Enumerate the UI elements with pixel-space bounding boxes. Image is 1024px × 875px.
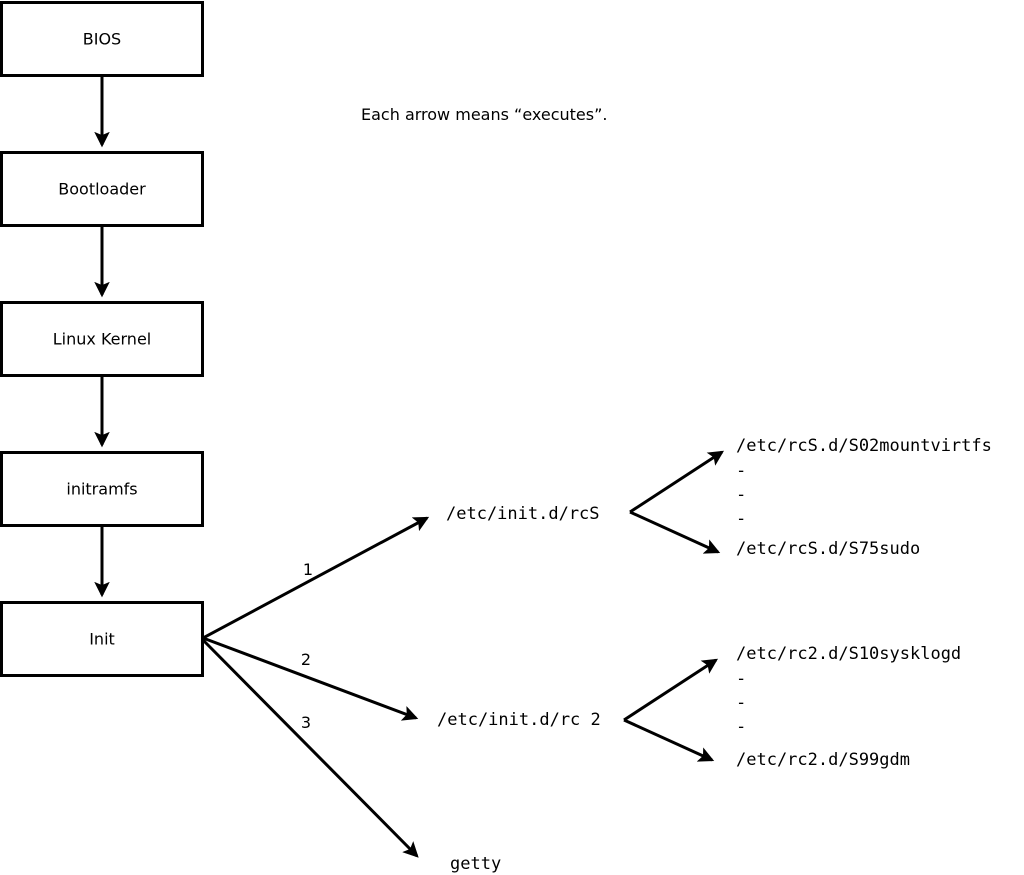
- label-rc2-ellipsis-2: -: [736, 693, 746, 713]
- label-getty: getty: [450, 854, 501, 874]
- arrow-init-to-rcs: [202, 516, 430, 640]
- arrow-init-to-rcs-number: 1: [303, 560, 313, 579]
- node-bios: BIOS: [0, 1, 204, 77]
- arrow-init-to-getty-number: 3: [301, 713, 311, 732]
- label-rcs-first-script: /etc/rcS.d/S02mountvirtfs: [736, 436, 992, 456]
- node-linux-kernel-box: [0, 301, 204, 377]
- arrow-rcs-to-first-script: [629, 450, 725, 514]
- arrow-rc2-to-last-script: [623, 718, 715, 762]
- node-initramfs-label: initramfs: [66, 480, 137, 499]
- label-rc2-last-script: /etc/rc2.d/S99gdm: [736, 750, 910, 770]
- arrow-rcs-to-last-script: [629, 510, 721, 554]
- node-bootloader-box: [0, 151, 204, 227]
- caption-label: Each arrow means “executes”.: [361, 105, 607, 124]
- node-init: Init: [0, 601, 204, 677]
- label-init-d-rcs: /etc/init.d/rcS: [446, 504, 600, 524]
- label-rc2-ellipsis-1: -: [736, 669, 746, 689]
- node-initramfs: initramfs: [0, 451, 204, 527]
- node-bios-label: BIOS: [83, 30, 121, 49]
- label-rc2-ellipsis-3: -: [736, 717, 746, 737]
- node-bootloader-label: Bootloader: [58, 180, 146, 199]
- label-rcs-last-script: /etc/rcS.d/S75sudo: [736, 539, 920, 559]
- arrow-rc2-to-first-script: [623, 658, 719, 722]
- label-rcs-ellipsis-2: -: [736, 485, 746, 505]
- node-bootloader: Bootloader: [0, 151, 204, 227]
- node-init-label: Init: [89, 630, 115, 649]
- node-init-box: [0, 601, 204, 677]
- label-rcs-ellipsis-1: -: [736, 461, 746, 481]
- arrow-init-to-rc2-number: 2: [301, 650, 311, 669]
- label-rc2-first-script: /etc/rc2.d/S10sysklogd: [736, 644, 961, 664]
- node-initramfs-box: [0, 451, 204, 527]
- node-bios-box: [0, 1, 204, 77]
- label-rcs-ellipsis-3: -: [736, 509, 746, 529]
- label-init-d-rc2: /etc/init.d/rc 2: [437, 710, 601, 730]
- arrow-init-to-rc2: [202, 636, 419, 721]
- arrow-init-to-getty: [201, 638, 419, 858]
- node-linux-kernel: Linux Kernel: [0, 301, 204, 377]
- node-linux-kernel-label: Linux Kernel: [53, 330, 151, 349]
